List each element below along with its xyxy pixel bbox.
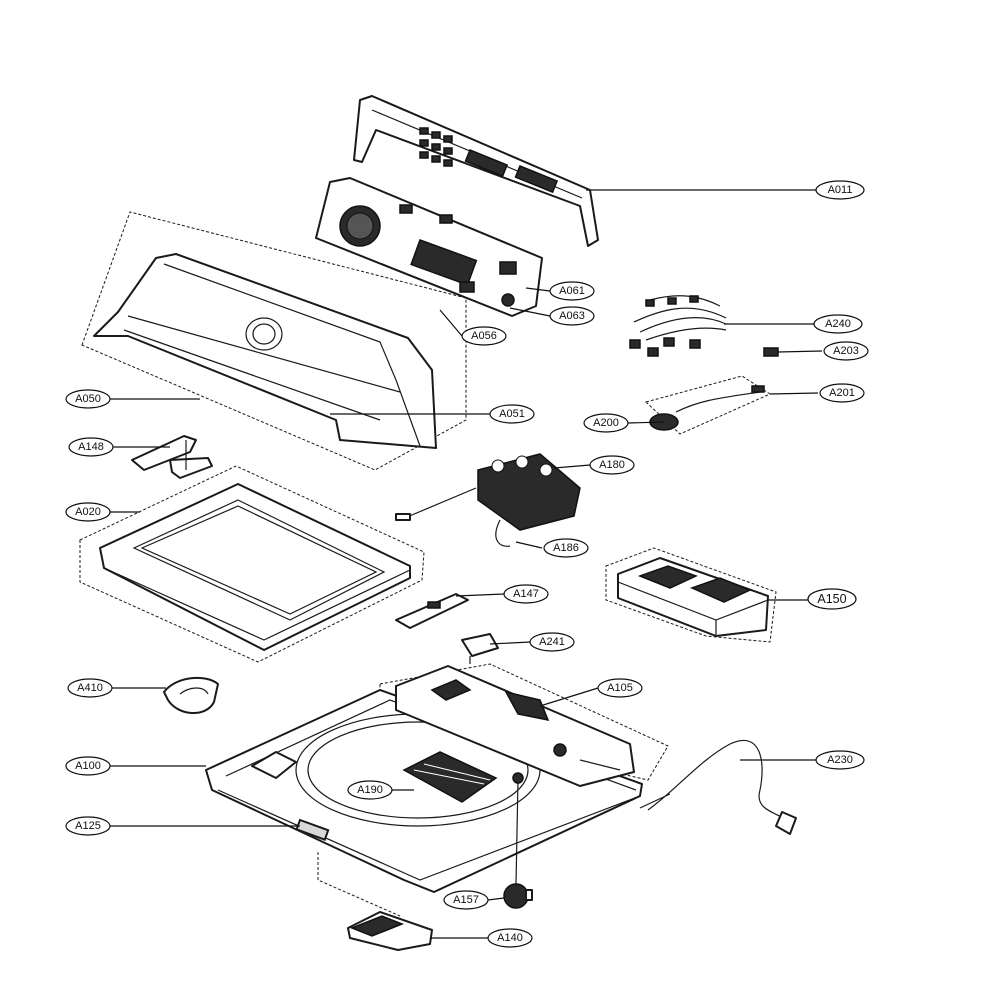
part-a061-control-board: [315, 177, 543, 317]
callout-a125: A125: [65, 816, 111, 836]
callout-label: A020: [75, 506, 101, 518]
part-a241-connector: [461, 633, 499, 664]
callout-label: A105: [607, 682, 633, 694]
callout-a200: A200: [583, 413, 629, 433]
callout-label: A201: [829, 387, 855, 399]
callout-label: A180: [599, 459, 625, 471]
callout-a203: A203: [823, 341, 869, 361]
callout-a150: A150: [807, 588, 857, 610]
callout-a105: A105: [597, 678, 643, 698]
part-a240-wire-harness: [629, 295, 727, 357]
callout-a051: A051: [489, 404, 535, 424]
part-a105-rear-frame: [395, 665, 635, 787]
callout-label: A157: [453, 894, 479, 906]
callout-label: A241: [539, 636, 565, 648]
part-a203-clip: [763, 347, 779, 357]
callout-label: A051: [499, 408, 525, 420]
callout-label: A200: [593, 417, 619, 429]
callout-label: A190: [357, 784, 383, 796]
callout-label: A240: [825, 318, 851, 330]
callout-label: A186: [553, 542, 579, 554]
callout-label: A230: [827, 754, 853, 766]
part-a050-control-panel: [93, 253, 437, 449]
callout-a410: A410: [67, 678, 113, 698]
part-a050-outline: [81, 211, 467, 471]
callout-label: A148: [78, 441, 104, 453]
callout-a061: A061: [549, 281, 595, 301]
callout-a063: A063: [549, 306, 595, 326]
callout-a186: A186: [543, 538, 589, 558]
callout-a180: A180: [589, 455, 635, 475]
part-a230-power-cord: [639, 739, 797, 835]
part-a150-outline: [605, 547, 777, 643]
part-a157-cap: [503, 772, 533, 909]
part-a148-bracket: [131, 435, 213, 479]
callout-label: A147: [513, 588, 539, 600]
callout-label: A140: [497, 932, 523, 944]
callout-a201: A201: [819, 383, 865, 403]
callout-a190: A190: [347, 780, 393, 800]
callout-a056: A056: [461, 326, 507, 346]
callout-a011: A011: [815, 180, 865, 200]
callout-label: A150: [817, 592, 846, 606]
part-a200-pressure-sensor: [645, 375, 772, 435]
callout-label: A100: [75, 760, 101, 772]
leader-lines: [110, 189, 823, 939]
callout-a147: A147: [503, 584, 549, 604]
callout-a240: A240: [813, 314, 863, 334]
part-a150-dispenser: [617, 557, 769, 637]
part-a011-control-panel-rear: [353, 95, 599, 247]
callout-a148: A148: [68, 437, 114, 457]
callout-label: A410: [77, 682, 103, 694]
callout-a100: A100: [65, 756, 111, 776]
part-a190-filter: [402, 751, 498, 803]
callout-label: A063: [559, 310, 585, 322]
part-a410-cup: [163, 676, 219, 715]
part-a140-lid-lock: [317, 852, 433, 951]
callout-label: A203: [833, 345, 859, 357]
callout-label: A061: [559, 285, 585, 297]
callout-a020: A020: [65, 502, 111, 522]
callout-a157: A157: [443, 890, 489, 910]
callout-label: A011: [828, 184, 853, 196]
callout-label: A125: [75, 820, 101, 832]
part-a180-inlet-valve: [395, 453, 581, 547]
callout-a050: A050: [65, 389, 111, 409]
part-a020-outline: [79, 465, 425, 663]
callout-a241: A241: [529, 632, 575, 652]
callout-a140: A140: [487, 928, 533, 948]
callout-a230: A230: [815, 750, 865, 770]
callout-label: A050: [75, 393, 101, 405]
callout-label: A056: [471, 330, 497, 342]
part-a147-bracket: [395, 593, 469, 629]
part-a020-top-lid: [99, 483, 411, 651]
